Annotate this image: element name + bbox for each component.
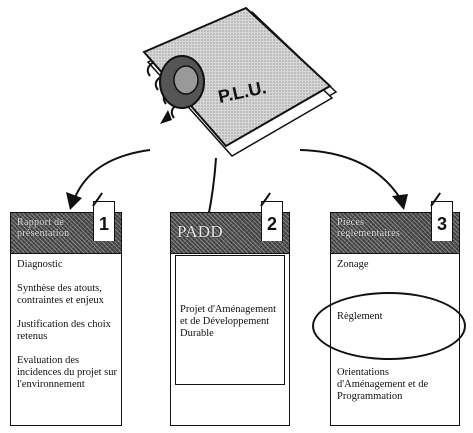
arrow-to-doc-3 (299, 149, 401, 199)
arrows (73, 149, 401, 219)
document-2-padd: PADD 2 Projet d'Aménagement et de Dévelo… (170, 201, 290, 426)
binder-cover (142, 6, 332, 148)
doc-1-body: Diagnostic Synthèse des atouts, contrain… (17, 259, 117, 421)
doc-3-header-text: Pièces réglementaires (337, 217, 401, 239)
arrow-to-doc-2 (207, 157, 217, 219)
document-1-rapport: Rapport de présentation 1 Diagnostic Syn… (10, 201, 122, 426)
doc-2-header-text: PADD (177, 222, 223, 241)
arrow-to-doc-1 (73, 149, 151, 201)
doc-3-number: 3 (436, 214, 447, 234)
doc-2-number: 2 (266, 214, 277, 234)
doc-3-tab: 3 (431, 201, 453, 241)
hand-pointer-icon (159, 55, 205, 124)
doc-1-number: 1 (98, 214, 109, 234)
doc-1-tab: 1 (93, 201, 115, 241)
doc-3-item-orientations: Orientations d'Aménagement et de Program… (337, 367, 429, 402)
doc-2-tab: 2 (261, 201, 283, 241)
reglement-highlight-circle (312, 292, 466, 360)
doc-3-item-zonage: Zonage (337, 259, 369, 270)
doc-2-body: Projet d'Aménagement et de Développement… (175, 255, 285, 385)
doc-1-item-synthese: Synthèse des atouts, contraintes et enje… (17, 283, 104, 306)
doc-1-header-text: Rapport de présentation (17, 217, 70, 239)
doc-1-item-evaluation: Evaluation des incidences du projet sur … (17, 355, 118, 390)
doc-1-item-diagnostic: Diagnostic (17, 259, 63, 270)
doc-1-item-justification: Justification des choix retenus (17, 319, 111, 342)
doc-2-item-padd: Projet d'Aménagement et de Développement… (180, 304, 277, 339)
